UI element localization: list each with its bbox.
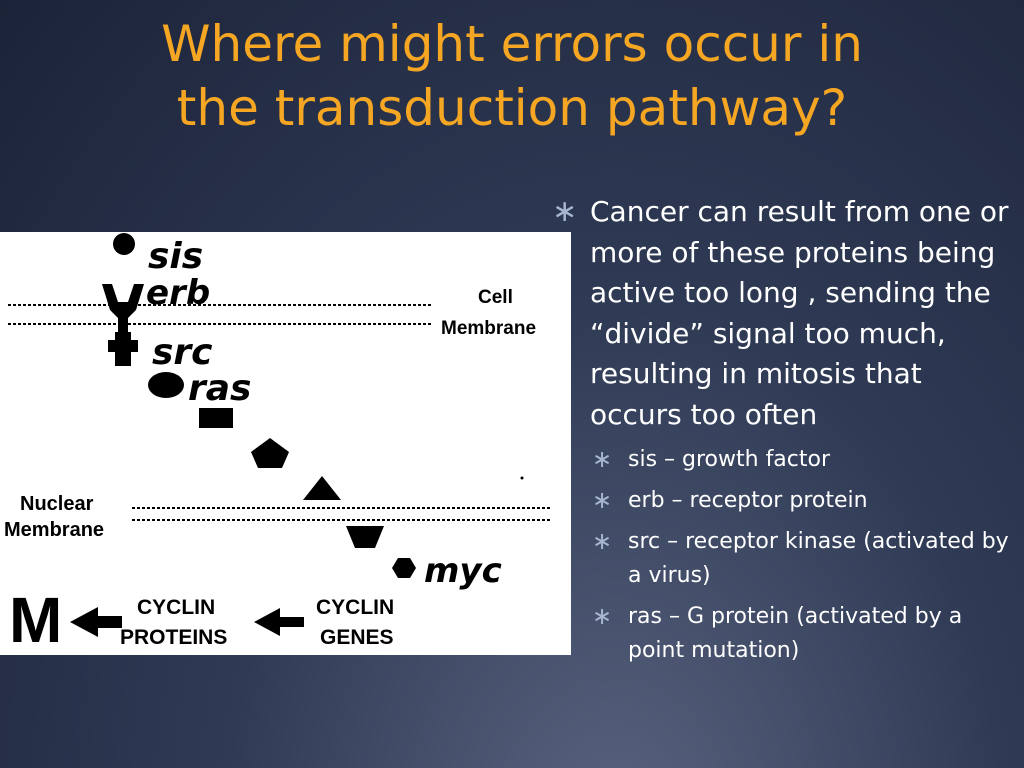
- ras-g-protein-shape: [148, 372, 184, 398]
- relay-protein-rectangle: [199, 408, 233, 428]
- asterisk-bullet-icon: ∗: [592, 527, 613, 555]
- nuclear-membrane-label-line-2: Membrane: [4, 519, 104, 541]
- relay-protein-pentagon: [251, 438, 289, 468]
- mitosis-label: M: [9, 584, 62, 655]
- cyclin-proteins-label-line-2: PROTEINS: [120, 626, 227, 649]
- sub-bullet-list: ∗ sis – growth factor ∗ erb – receptor p…: [552, 443, 1022, 668]
- src-kinase-shape: [108, 332, 138, 366]
- arrow-to-cyclin-proteins: [254, 608, 304, 636]
- slide-title-line-1: Where might errors occur in: [161, 15, 863, 73]
- arrow-to-mitosis: [70, 607, 122, 637]
- cyclin-proteins-label-line-1: CYCLIN: [137, 596, 215, 619]
- asterisk-bullet-icon: ∗: [592, 486, 613, 514]
- cyclin-genes-label-line-2: GENES: [320, 626, 394, 649]
- signal-pathway-diagram: sis erb src ras myc Cell Membrane Nuclea…: [0, 232, 571, 655]
- relay-protein-triangle: [303, 476, 341, 500]
- bullet-list: ∗ Cancer can result from one or more of …: [552, 192, 1022, 675]
- relay-protein-trapezoid: [346, 526, 384, 548]
- stray-dot: [520, 476, 524, 480]
- sis-growth-factor-shape: [113, 233, 135, 255]
- myc-transcription-factor-shape: [392, 558, 416, 578]
- myc-label: myc: [424, 551, 502, 591]
- sub-bullet-text: ras – G protein (activated by a point mu…: [628, 604, 963, 663]
- asterisk-bullet-icon: ∗: [592, 602, 613, 630]
- sub-bullet-text: sis – growth factor: [628, 447, 831, 472]
- sub-bullet-ras: ∗ ras – G protein (activated by a point …: [552, 600, 1022, 668]
- nuclear-membrane-label-line-1: Nuclear: [20, 493, 94, 515]
- asterisk-bullet-icon: ∗: [552, 194, 578, 229]
- slide-title: Where might errors occur in the transduc…: [40, 12, 984, 140]
- src-label: src: [152, 332, 213, 373]
- erb-label: erb: [146, 273, 210, 313]
- sub-bullet-src: ∗ src – receptor kinase (activated by a …: [552, 525, 1022, 593]
- sub-bullet-erb: ∗ erb – receptor protein: [552, 484, 1022, 518]
- pathway-svg: sis erb src ras myc Cell Membrane Nuclea…: [4, 233, 552, 655]
- main-bullet-text: Cancer can result from one or more of th…: [590, 195, 1009, 431]
- slide-title-line-2: the transduction pathway?: [176, 79, 848, 137]
- asterisk-bullet-icon: ∗: [592, 445, 613, 473]
- cell-membrane-label-line-1: Cell: [478, 287, 513, 308]
- cell-membrane-label-line-2: Membrane: [441, 318, 536, 339]
- ras-label: ras: [188, 368, 251, 409]
- erb-receptor-shape: [102, 284, 144, 350]
- cyclin-genes-label-line-1: CYCLIN: [316, 596, 394, 619]
- sub-bullet-text: erb – receptor protein: [628, 488, 868, 513]
- sub-bullet-sis: ∗ sis – growth factor: [552, 443, 1022, 477]
- sis-label: sis: [148, 236, 203, 277]
- main-bullet: ∗ Cancer can result from one or more of …: [552, 192, 1022, 435]
- sub-bullet-text: src – receptor kinase (activated by a vi…: [628, 529, 1009, 588]
